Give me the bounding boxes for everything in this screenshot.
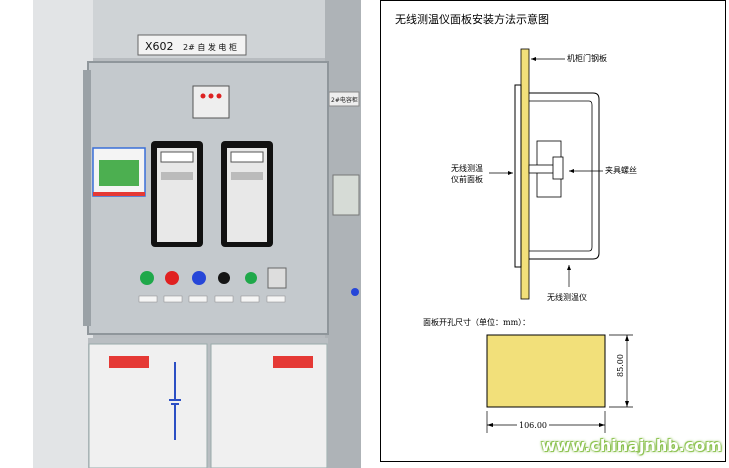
- cabinet-photo: X602 2# 自 发 电 柜 2#电容柜: [33, 0, 361, 468]
- arrow-icon: [625, 401, 629, 407]
- single-line-diagram-icon: [169, 362, 181, 440]
- diagram-drawing: [486, 48, 633, 433]
- lamp-label: [163, 295, 183, 303]
- selector-switch-icon: [267, 267, 287, 289]
- side-lamp-icon: [351, 288, 359, 296]
- lamp-label: [240, 295, 260, 303]
- cabinet-tag-secondary: 2# 自 发 电 柜: [183, 42, 237, 52]
- dimension-width: 106.00: [517, 421, 549, 430]
- lamp-label: [138, 295, 158, 303]
- indicator-box: [192, 85, 230, 119]
- label-front-panel-line1: 无线测温: [451, 164, 483, 173]
- lamp-green-icon: [140, 271, 154, 285]
- meter-face: [157, 148, 197, 242]
- arrow-icon: [625, 335, 629, 341]
- lower-door-label: [273, 356, 313, 368]
- installation-diagram: 无线测温仪面板安装方法示意图 机柜门钢: [380, 0, 726, 462]
- device-body: [529, 92, 600, 260]
- lower-door-label: [109, 356, 149, 368]
- side-relay-display: [332, 174, 360, 216]
- label-device: 无线测温仪: [547, 293, 587, 302]
- front-panel: [514, 84, 522, 268]
- label-front-panel: 无线测温 仪前面板: [451, 163, 483, 185]
- lamp-black-icon: [218, 272, 230, 284]
- lamp-red-icon: [165, 271, 179, 285]
- side-tag: 2#电容柜: [331, 96, 358, 104]
- meter-readout: [161, 172, 193, 180]
- arrow-icon: [531, 57, 536, 61]
- meter-counter: [230, 151, 264, 163]
- door-hinge: [83, 70, 91, 326]
- cabinet-tag: X602: [145, 40, 174, 53]
- meter-counter: [160, 151, 194, 163]
- temperature-display-screen: [99, 160, 139, 186]
- lamp-label: [266, 295, 286, 303]
- label-door-plate: 机柜门钢板: [567, 54, 607, 63]
- label-front-panel-line2: 仪前面板: [451, 175, 483, 184]
- lamp-green-icon: [245, 272, 257, 284]
- label-clamp-screw: 夹具螺丝: [605, 166, 637, 175]
- dimension-height: 85.00: [615, 354, 625, 377]
- indicator-light-icon: [200, 93, 206, 99]
- arrow-icon: [567, 265, 571, 270]
- door-steel-plate: [520, 48, 530, 300]
- clamp-knob: [552, 156, 564, 180]
- lamp-label: [214, 295, 234, 303]
- meter-readout: [231, 172, 263, 180]
- lamp-label: [188, 295, 208, 303]
- arrow-icon: [508, 171, 513, 175]
- cabinet-tag-plate: [137, 34, 247, 56]
- display-brand-strip: [93, 192, 145, 196]
- diagram-title: 无线测温仪面板安装方法示意图: [395, 13, 549, 26]
- indicator-light-icon: [208, 93, 214, 99]
- meter-face: [227, 148, 267, 242]
- arrow-icon: [569, 169, 574, 173]
- label-cutout-size: 面板开孔尺寸（单位：mm）：: [423, 318, 531, 327]
- neighbor-cabinet: [325, 0, 361, 468]
- device-inner: [529, 100, 593, 252]
- arrow-icon: [599, 423, 605, 427]
- indicator-light-icon: [216, 93, 222, 99]
- arrow-icon: [487, 423, 493, 427]
- lamp-blue-icon: [192, 271, 206, 285]
- watermark: www.chinajnhb.com: [541, 436, 722, 455]
- cutout-area: [486, 334, 606, 408]
